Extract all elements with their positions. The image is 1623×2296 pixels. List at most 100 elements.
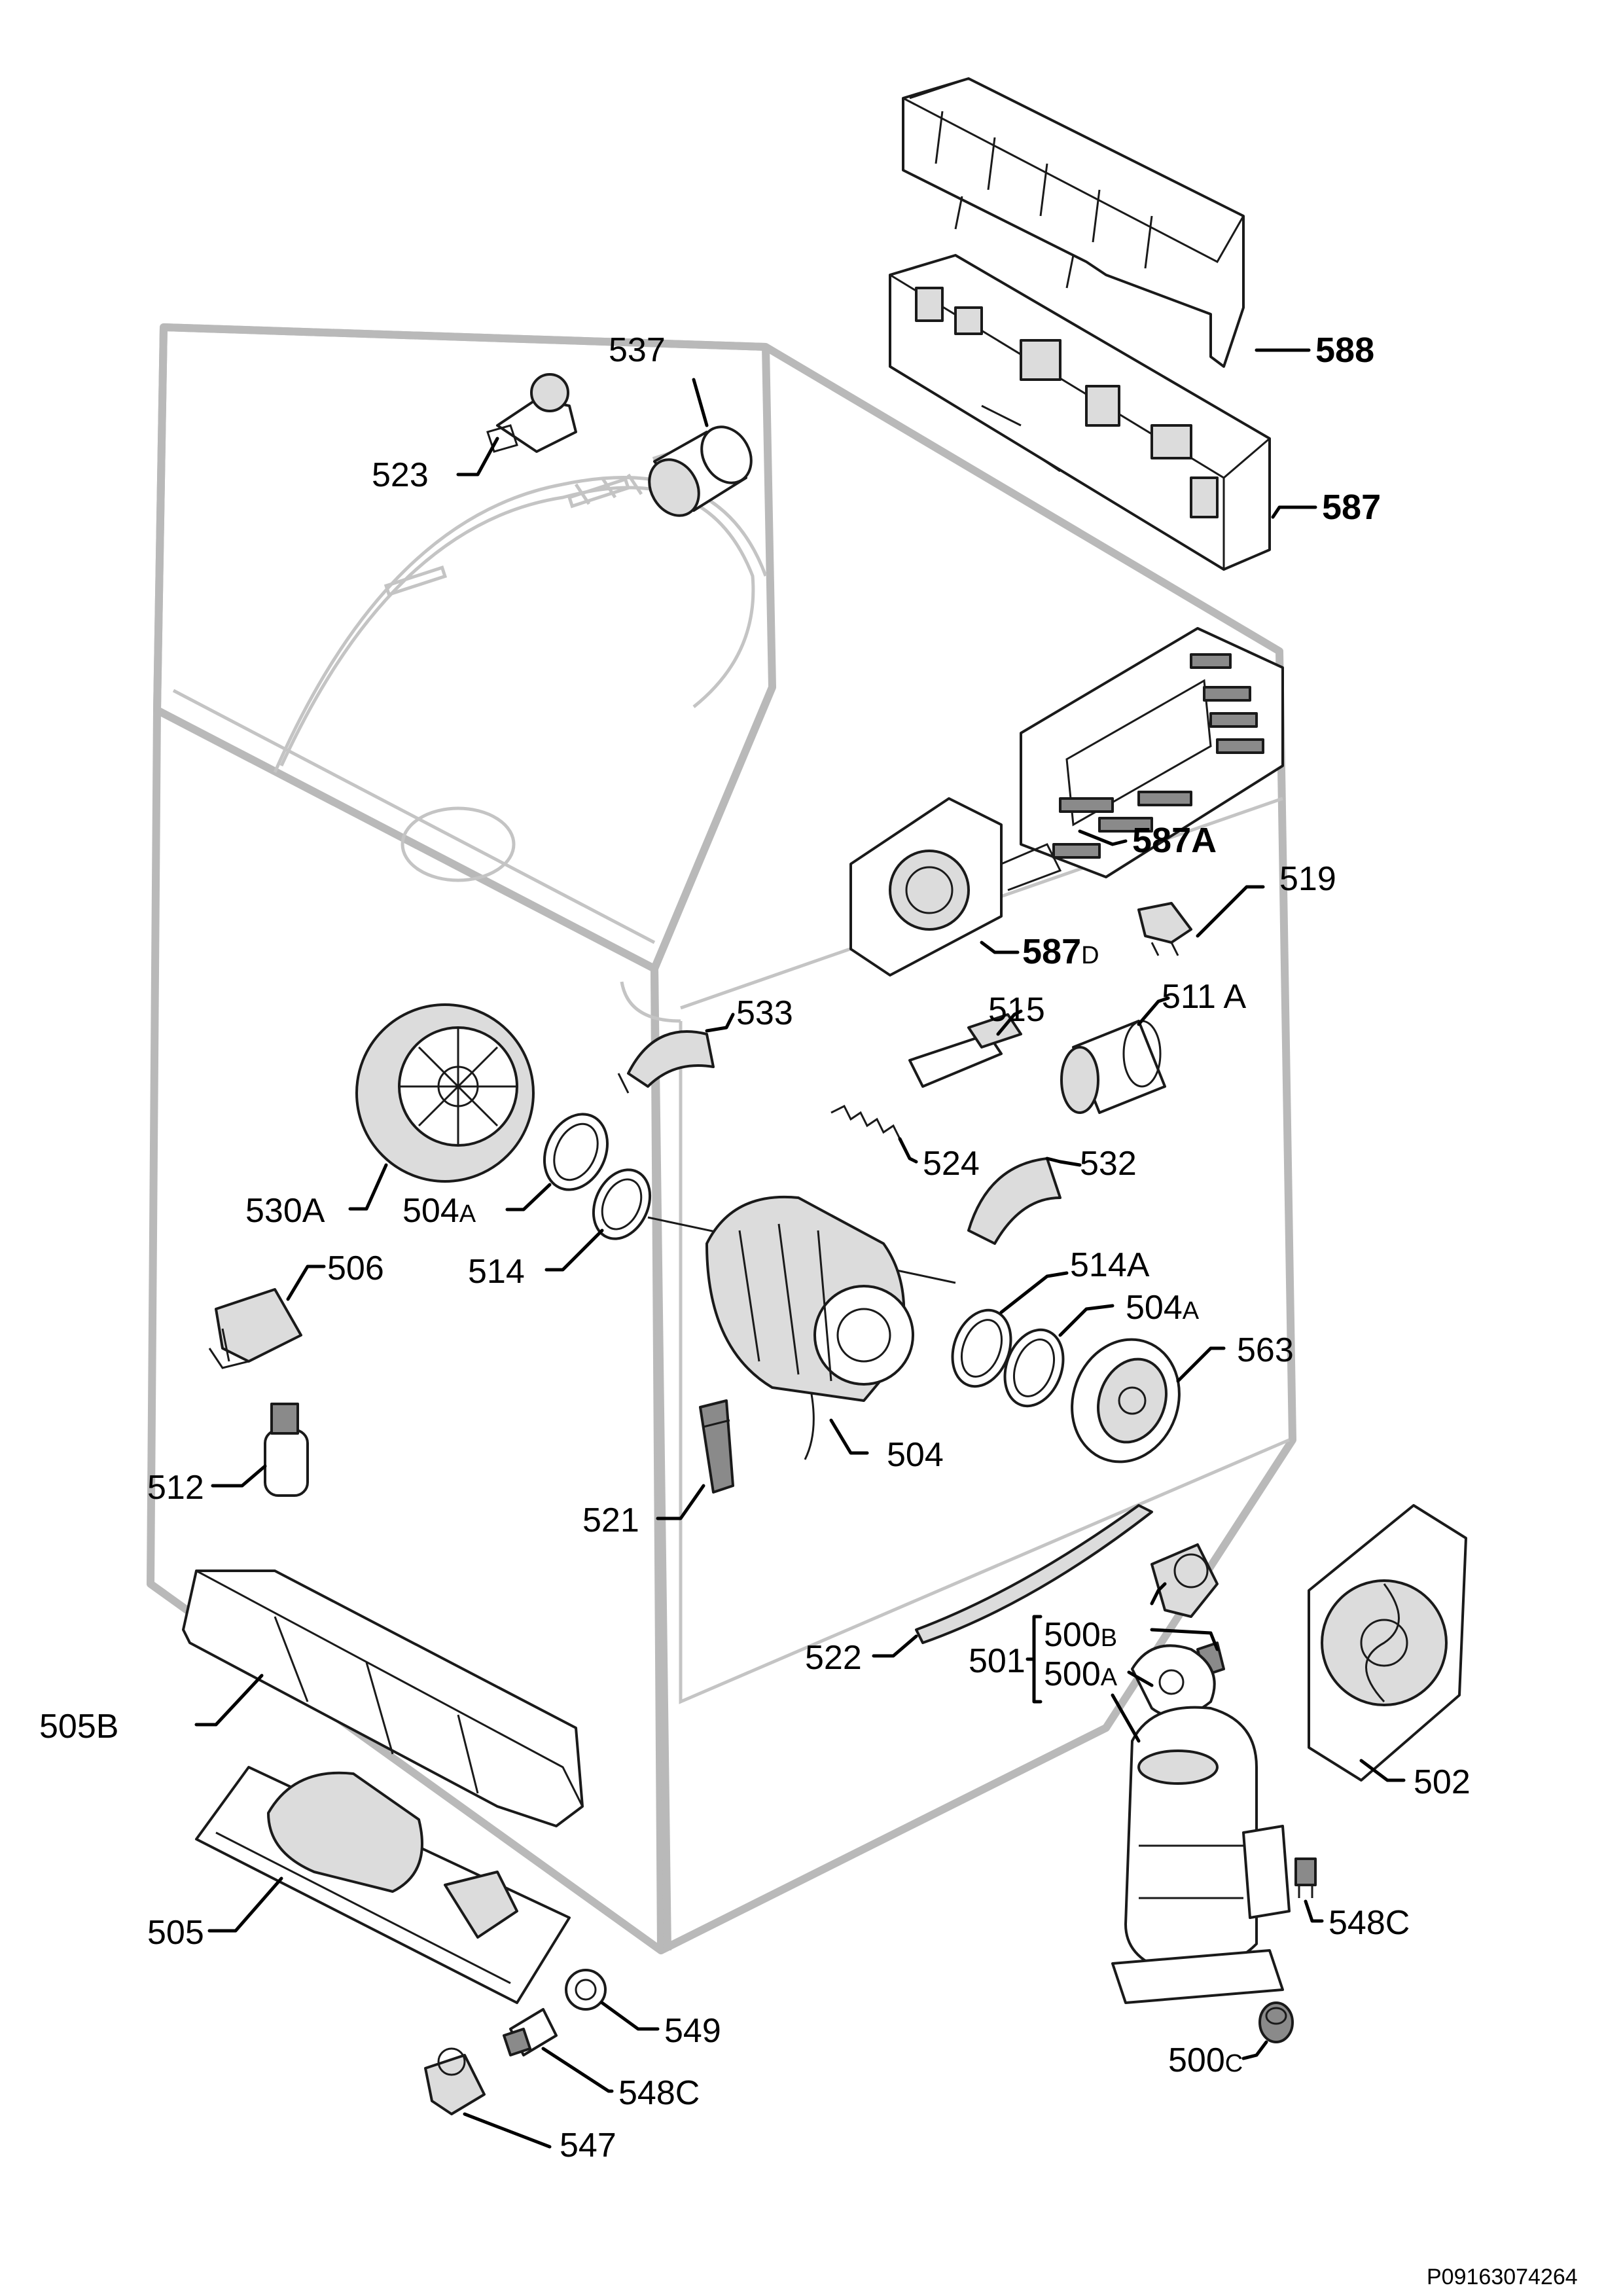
label-519: 519 <box>1279 860 1336 898</box>
part-537-capacitor <box>648 425 753 517</box>
leader-505b <box>194 1674 264 1727</box>
leader-502 <box>1359 1759 1406 1782</box>
label-504a-left-number: 504 <box>402 1192 459 1230</box>
label-511a: 511 A <box>1162 978 1246 1016</box>
label-500a-suffix: A <box>1101 1664 1118 1691</box>
part-512-cylinder <box>264 1403 309 1497</box>
cabinet-outline <box>147 323 1296 1954</box>
document-reference: P09163074264 <box>1427 2265 1578 2289</box>
label-563: 563 <box>1237 1331 1294 1369</box>
part-522-strip <box>915 1504 1153 1644</box>
leader-500c <box>1241 2040 1268 2060</box>
leader-512 <box>211 1464 267 1488</box>
label-504a-right: 504A <box>1126 1289 1200 1327</box>
label-530a: 530A <box>245 1192 325 1230</box>
leader-514a <box>999 1271 1069 1314</box>
part-number-labels: 588 587 537 523 587A 587D 519 533 515 51… <box>39 331 1471 2164</box>
label-500c-number: 500 <box>1168 2041 1225 2079</box>
label-533: 533 <box>736 994 793 1032</box>
label-504a-right-number: 504 <box>1126 1289 1183 1327</box>
leader-500a <box>1127 1670 1154 1687</box>
part-521-sensor <box>699 1399 734 1494</box>
label-514: 514 <box>468 1253 525 1291</box>
leader-587d <box>980 941 1020 954</box>
label-587d: 587D <box>1022 932 1099 971</box>
leader-548c-left <box>541 2047 614 2093</box>
label-588: 588 <box>1315 331 1374 370</box>
leader-549 <box>600 2001 660 2031</box>
label-512: 512 <box>147 1469 204 1507</box>
label-504a-left: 504A <box>402 1192 476 1230</box>
part-500b-relay <box>1150 1543 1219 1618</box>
leader-511a <box>1137 996 1170 1026</box>
label-548c-right: 548C <box>1329 1904 1410 1942</box>
leader-501-brace <box>1026 1615 1043 1704</box>
label-522: 522 <box>805 1639 862 1677</box>
part-504-motor <box>647 1195 956 1460</box>
leader-505 <box>207 1876 283 1933</box>
leader-500a-down <box>1111 1693 1141 1743</box>
label-537: 537 <box>609 331 666 369</box>
part-511a-filter <box>1060 1020 1166 1114</box>
part-500-compressor <box>1111 1706 1291 2004</box>
leader-500b-up <box>1150 1582 1167 1605</box>
leader-524 <box>898 1137 918 1164</box>
label-500a: 500A <box>1044 1655 1118 1693</box>
part-532-bracket <box>967 1157 1061 1245</box>
label-500b-suffix: B <box>1101 1624 1117 1652</box>
label-548c-left: 548C <box>618 2074 700 2112</box>
part-547-knob <box>424 2047 486 2115</box>
leader-523 <box>456 437 499 476</box>
leader-532 <box>1045 1157 1082 1167</box>
leader-504a-left <box>505 1183 552 1211</box>
part-588-control-panel-cover <box>902 77 1245 368</box>
part-505-motor-base <box>195 1766 571 2004</box>
part-506-valve <box>208 1288 302 1369</box>
part-548c-sensor-left <box>503 2008 558 2056</box>
leader-547 <box>463 2112 552 2149</box>
label-500b-number: 500 <box>1044 1616 1101 1654</box>
label-515: 515 <box>988 991 1045 1029</box>
label-504: 504 <box>887 1436 944 1474</box>
label-523: 523 <box>372 456 429 494</box>
label-500c-suffix: C <box>1225 2050 1243 2077</box>
label-532: 532 <box>1080 1145 1137 1183</box>
part-548c-sensor-right <box>1294 1857 1317 1898</box>
label-587: 587 <box>1322 488 1381 527</box>
part-505b-duct <box>182 1570 584 1827</box>
leader-504a-right <box>1058 1304 1115 1337</box>
label-547: 547 <box>560 2126 616 2164</box>
leader-522 <box>872 1634 918 1658</box>
leader-563 <box>1176 1346 1226 1383</box>
part-533-bracket <box>617 1030 715 1094</box>
leader-548c-right <box>1304 1899 1324 1923</box>
label-502: 502 <box>1414 1763 1471 1801</box>
label-504a-right-suffix: A <box>1183 1297 1200 1325</box>
label-500c: 500C <box>1168 2041 1243 2079</box>
part-524-spring <box>830 1104 901 1139</box>
part-500c-grommet <box>1258 2001 1294 2043</box>
leader-514 <box>544 1229 604 1272</box>
leader-533 <box>705 1013 735 1033</box>
label-501: 501 <box>969 1642 1026 1680</box>
leader-587a <box>1078 829 1128 846</box>
part-504a-ring-right <box>1003 1328 1065 1408</box>
label-506: 506 <box>327 1249 384 1287</box>
leader-530a <box>348 1163 388 1211</box>
leader-537 <box>692 378 709 427</box>
leader-587 <box>1271 505 1317 519</box>
label-587a: 587A <box>1132 821 1217 860</box>
part-504a-ring-left <box>543 1113 609 1191</box>
label-524: 524 <box>923 1145 980 1183</box>
part-563-pulley <box>1071 1338 1181 1463</box>
leader-500b <box>1150 1628 1219 1651</box>
part-549-ring <box>565 1969 607 2011</box>
label-587d-suffix: D <box>1081 942 1099 969</box>
label-505b: 505B <box>39 1708 118 1746</box>
leader-lines <box>194 348 1406 2149</box>
part-514-ring-left <box>592 1168 652 1240</box>
leader-521 <box>656 1484 705 1520</box>
part-587-electronic-module <box>889 254 1271 571</box>
label-549: 549 <box>664 2012 721 2050</box>
